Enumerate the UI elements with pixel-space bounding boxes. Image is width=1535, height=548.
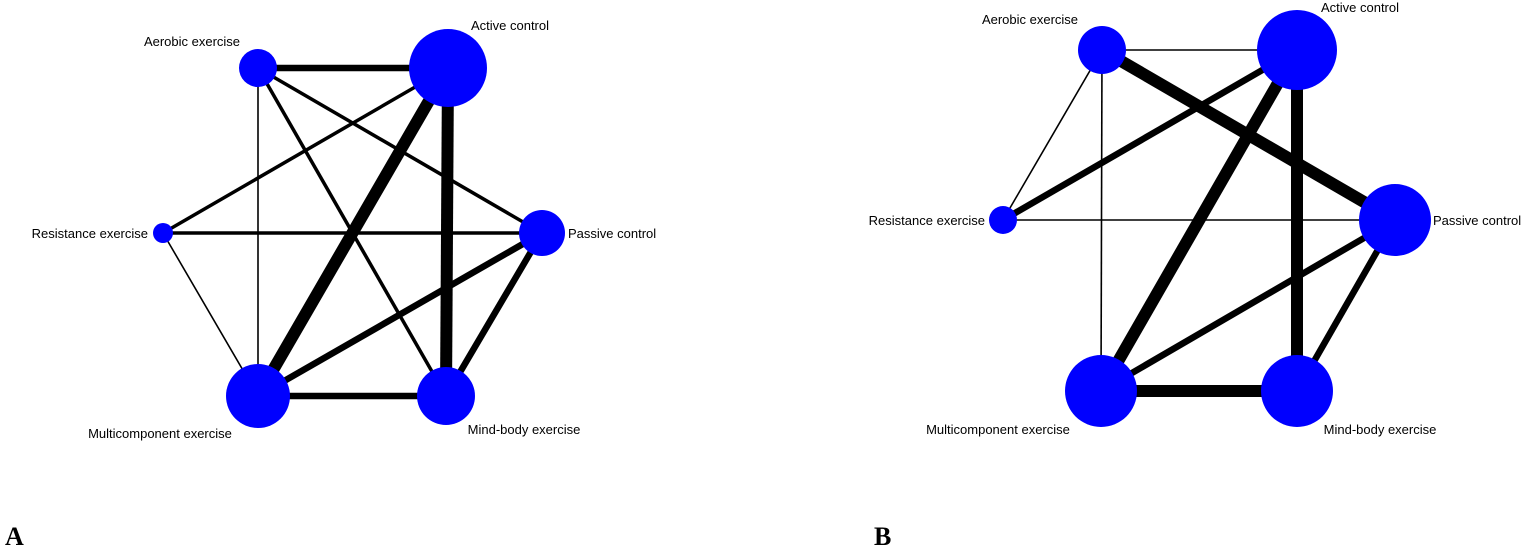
panel-b-edge-active-resistance <box>1001 47 1299 223</box>
panel-a-label-active: Active control <box>471 18 549 33</box>
panel-a-nodes <box>153 29 565 428</box>
panel-a-label-aerobic: Aerobic exercise <box>144 34 240 49</box>
panel-a-edge-active-resistance <box>162 66 449 235</box>
panel-b-nodes <box>989 10 1431 427</box>
panel-a-node-resistance <box>153 223 173 243</box>
panel-b-node-mind <box>1261 355 1333 427</box>
panel-a-network: Aerobic exercise Active controlResistance… <box>32 18 657 441</box>
panel-b-edge-aerobic-resistance <box>1002 49 1103 221</box>
panel-a-node-aerobic <box>239 49 277 87</box>
panel-a-edges <box>162 64 545 400</box>
panel-b-network: Aerobic exercise Active controlResistance… <box>869 0 1522 437</box>
panel-b-node-multi <box>1065 355 1137 427</box>
panel-b-label-active: Active control <box>1321 0 1399 15</box>
panel-b-node-passive <box>1359 184 1431 256</box>
panel-b-node-resistance <box>989 206 1017 234</box>
panel-a-node-active <box>409 29 487 107</box>
panel-b-label-resistance: Resistance exercise <box>869 213 985 228</box>
panel-b-label-multi: Multicomponent exercise <box>926 422 1070 437</box>
panel-a-node-mind <box>417 367 475 425</box>
panel-a-labels: Aerobic exercise Active controlResistance… <box>32 18 657 441</box>
panel-a-label-passive: Passive control <box>568 226 656 241</box>
panel-a-letter: A <box>5 522 24 548</box>
panel-a-edge-passive-multi <box>256 230 544 399</box>
panel-b-label-aerobic: Aerobic exercise <box>982 12 1078 27</box>
panel-b-node-aerobic <box>1078 26 1126 74</box>
panel-b-label-mind: Mind-body exercise <box>1324 422 1437 437</box>
panel-a-node-passive <box>519 210 565 256</box>
panel-a-label-resistance: Resistance exercise <box>32 226 148 241</box>
panel-a-edge-passive-mind <box>443 231 545 398</box>
panel-b-letter: B <box>874 522 891 548</box>
panel-b-labels: Aerobic exercise Active controlResistance… <box>869 0 1522 437</box>
panel-b-label-passive: Passive control <box>1433 213 1521 228</box>
panel-b-edge-passive-multi <box>1099 217 1397 394</box>
panel-a-node-multi <box>226 364 290 428</box>
panel-a-label-multi: Multicomponent exercise <box>88 426 232 441</box>
panel-b-node-active <box>1257 10 1337 90</box>
panel-a-label-mind: Mind-body exercise <box>468 422 581 437</box>
